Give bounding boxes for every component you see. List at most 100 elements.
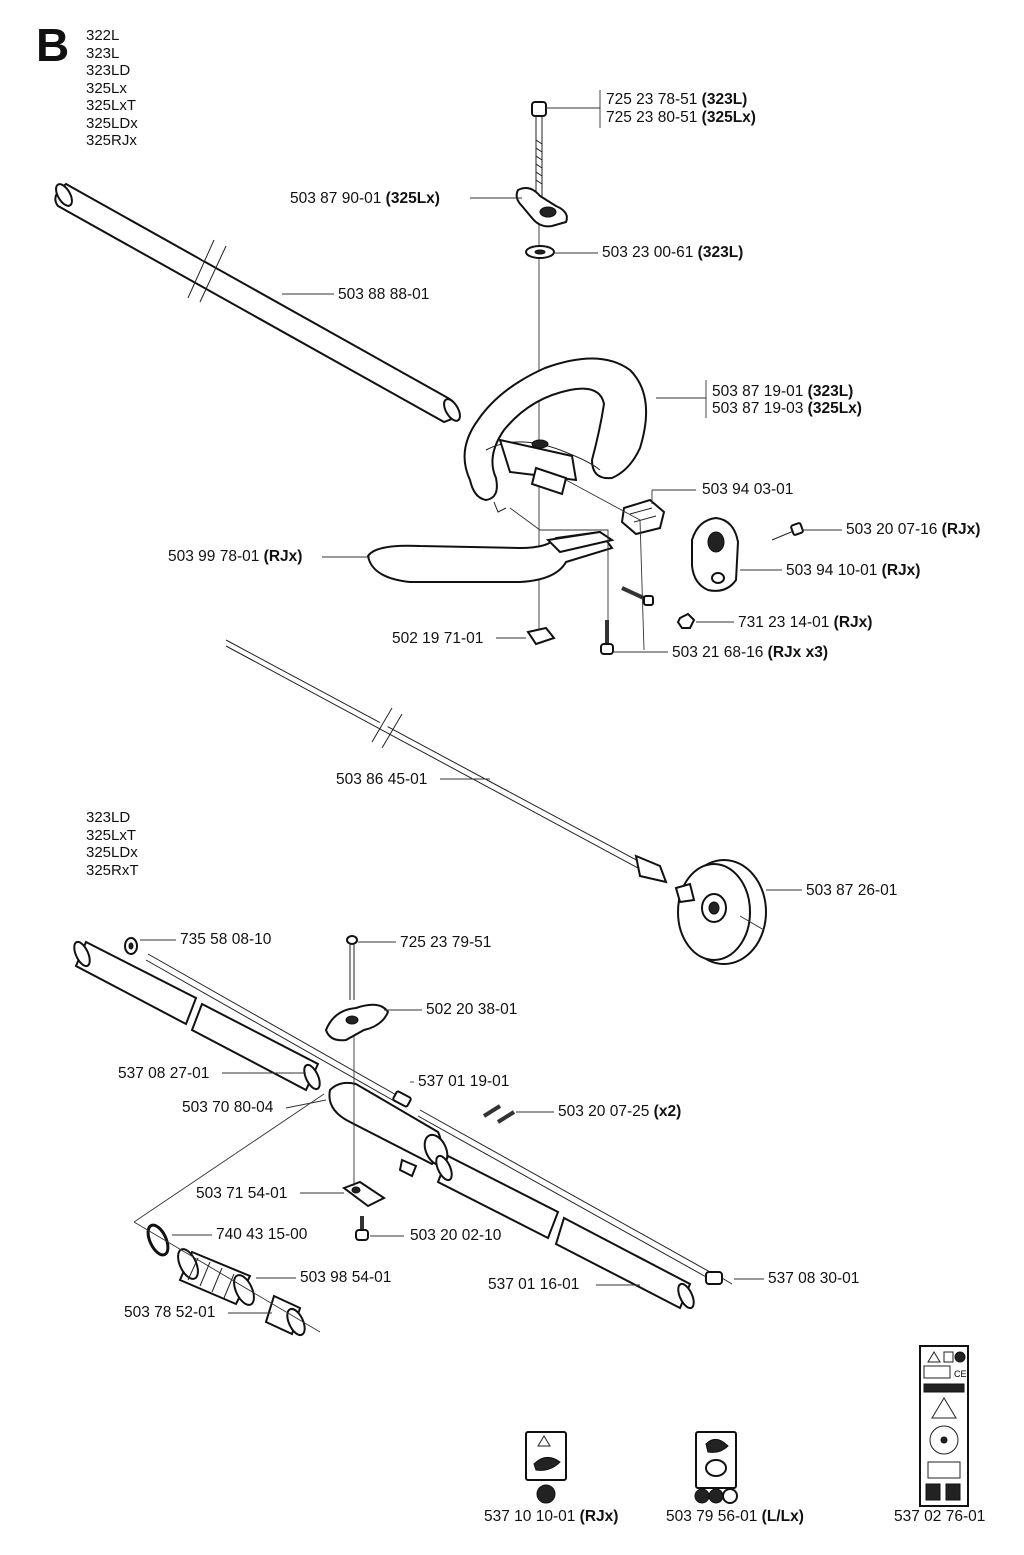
part-number: 503 99 78-01 — [168, 548, 260, 565]
part-number: 503 87 90-01 — [290, 190, 382, 207]
part-number: 503 20 07-25 — [558, 1103, 650, 1120]
model-item: 323LD — [86, 62, 131, 79]
part-label-bolt-short: 725 23 79-51 — [400, 934, 491, 952]
part-note: (RJx x3) — [767, 644, 828, 661]
part-label-tube-lower: 537 01 16-01 — [488, 1276, 579, 1294]
screw-b-drawing — [600, 586, 654, 655]
wing-knob-drawing — [515, 187, 568, 228]
part-number: 503 88 88-01 — [338, 286, 430, 303]
part-label-square-nut: 502 19 71-01 — [392, 630, 483, 648]
bushing-drawing — [177, 1248, 255, 1306]
tube-upper-drawing — [73, 940, 321, 1092]
model-item: 325LDx — [86, 114, 138, 132]
part-number: 503 87 19-01 — [712, 383, 804, 400]
decal-sheet-drawing: CE — [919, 1345, 969, 1507]
clamp-block-drawing — [620, 498, 666, 536]
part-number: 731 23 14-01 — [738, 614, 830, 631]
part-number: 725 23 78-51 — [606, 91, 698, 108]
part-note: (325Lx) — [701, 109, 756, 126]
tube-lower-drawing — [435, 1154, 695, 1310]
assembly-guide-line — [133, 1221, 321, 1333]
part-note: (323L) — [701, 91, 748, 108]
ce-mark: CE — [954, 1369, 967, 1379]
clamp-plate-drawing — [341, 1180, 386, 1208]
part-number: 503 21 68-16 — [672, 644, 764, 661]
model-item: 325LxT — [86, 97, 137, 114]
part-number: 537 01 16-01 — [488, 1276, 580, 1293]
part-label-shaft-upper: 537 01 19-01 — [418, 1073, 509, 1091]
part-number: 503 94 03-01 — [702, 481, 794, 498]
coupling-drawing — [328, 1081, 449, 1178]
decal-a-drawing — [525, 1431, 567, 1504]
part-label-clamp-block: 503 94 03-01 — [702, 481, 793, 499]
part-note: (RJx) — [833, 614, 873, 631]
part-number: 503 87 26-01 — [806, 882, 898, 899]
small-washer-drawing — [124, 937, 138, 955]
part-number: 537 08 30-01 — [768, 1270, 860, 1287]
part-label-drive-shaft: 503 86 45-01 — [336, 771, 427, 789]
wing-knob-b-drawing — [324, 1003, 390, 1042]
part-label-wing-knob: 503 87 90-01 (325Lx) — [290, 190, 440, 208]
part-label-handle-loop-b: 503 87 19-03 (325Lx) — [712, 400, 862, 418]
part-number: 725 23 80-51 — [606, 109, 698, 126]
part-label-clutch-drum: 503 87 26-01 — [806, 882, 897, 900]
part-number: 537 01 19-01 — [418, 1073, 510, 1090]
model-item: 325RxT — [86, 861, 139, 879]
part-label-barrier: 503 99 78-01 (RJx) — [168, 548, 302, 566]
part-number: 503 20 02-10 — [410, 1227, 502, 1244]
part-number: 537 08 27-01 — [118, 1065, 210, 1082]
model-item: 325LxT — [86, 826, 137, 844]
part-number: 740 43 15-00 — [216, 1226, 308, 1243]
part-number: 502 19 71-01 — [392, 630, 484, 647]
part-label-screw-a: 503 20 07-16 (RJx) — [846, 521, 980, 539]
washer-drawing — [525, 245, 555, 259]
part-label-nut: 731 23 14-01 (RJx) — [738, 614, 872, 632]
part-label-bolt-long-b: 725 23 80-51 (325Lx) — [606, 109, 756, 127]
o-ring-drawing — [146, 1223, 170, 1257]
part-number: 503 70 80-04 — [182, 1099, 274, 1116]
part-label-coupling: 503 70 80-04 — [182, 1099, 273, 1117]
assembly-guide-line — [133, 1093, 325, 1223]
part-note: (RJx) — [263, 548, 303, 565]
decal-b-drawing — [694, 1431, 738, 1504]
part-note: (325Lx) — [807, 400, 862, 417]
part-label-wing-knob-b: 502 20 38-01 — [426, 1001, 517, 1019]
model-item: 322L — [86, 27, 120, 44]
end-sleeve-drawing — [264, 1294, 306, 1337]
part-note: (RJx) — [579, 1508, 619, 1525]
model-item: 323L — [86, 44, 120, 62]
leader-lines — [140, 90, 842, 1314]
drive-shaft-drawing — [225, 639, 668, 884]
part-number: 537 02 76-01 — [894, 1508, 986, 1525]
part-number: 503 94 10-01 — [786, 562, 878, 579]
part-note: (325Lx) — [385, 190, 440, 207]
part-note: (323L) — [697, 244, 744, 261]
part-number: 503 23 00-61 — [602, 244, 694, 261]
part-number: 537 10 10-01 — [484, 1508, 576, 1525]
screws-x2-drawing — [482, 1104, 516, 1124]
assembly-guide-line — [509, 507, 609, 640]
shaft-lower-drawing — [417, 1109, 733, 1285]
shaft-tube-drawing — [54, 182, 461, 424]
part-note: (L/Lx) — [761, 1508, 804, 1525]
part-label-end-sleeve: 503 78 52-01 — [124, 1304, 215, 1322]
model-item: 325RJx — [86, 132, 137, 149]
model-list-top: 322L 323L 323LD 325Lx 325LxT 325LDx 325R… — [86, 27, 138, 150]
part-label-bolt-long: 725 23 78-51 (323L) — [606, 91, 747, 109]
part-label-shaft-lower: 537 08 30-01 — [768, 1270, 859, 1288]
part-number: 735 58 08-10 — [180, 931, 272, 948]
part-number: 503 79 56-01 — [666, 1508, 758, 1525]
part-note: (RJx) — [881, 562, 921, 579]
part-number: 503 71 54-01 — [196, 1185, 288, 1202]
model-item: 325Lx — [86, 79, 127, 97]
model-item: 323LD — [86, 809, 131, 826]
model-list-bottom: 323LD 325LxT 325LDx 325RxT — [86, 809, 139, 879]
part-note: (x2) — [653, 1103, 682, 1120]
part-label-bracket: 503 94 10-01 (RJx) — [786, 562, 920, 580]
part-label-o-ring: 740 43 15-00 — [216, 1226, 307, 1244]
part-label-screw-b: 503 21 68-16 (RJx x3) — [672, 644, 828, 662]
part-number: 725 23 79-51 — [400, 934, 492, 951]
assembly-guide-line — [565, 479, 645, 651]
part-label-shaft-tube: 503 88 88-01 — [338, 286, 429, 304]
part-number: 502 20 38-01 — [426, 1001, 518, 1018]
